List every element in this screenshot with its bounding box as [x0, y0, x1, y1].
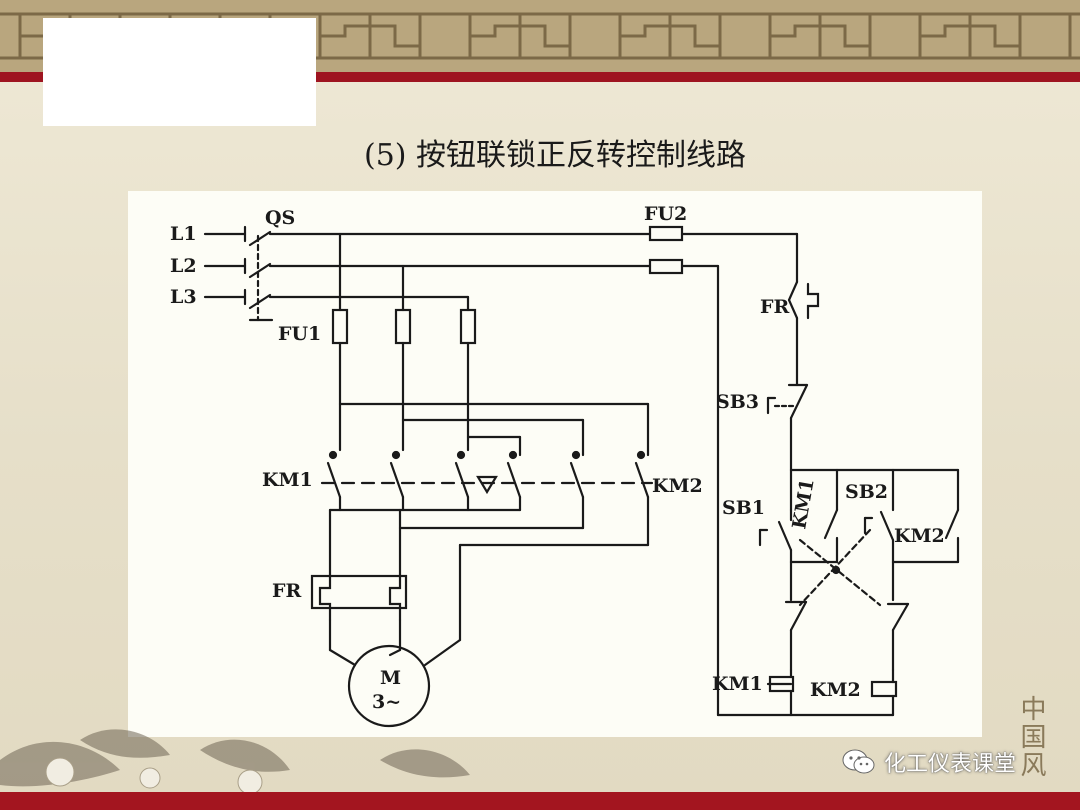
label-km2-coil: KM2 — [810, 679, 861, 701]
label-l2: L2 — [170, 255, 197, 277]
label-km1-coil: KM1 — [712, 673, 763, 695]
mechanical-interlock — [320, 475, 654, 495]
control-branches — [758, 468, 960, 672]
top-red-strip — [0, 72, 1080, 82]
power-lines — [203, 225, 652, 322]
km2-feed-lines — [338, 402, 650, 457]
decorative-seal: 中国风 — [1016, 695, 1046, 779]
circuit-diagram: L1 L2 L3 QS FU1 FU2 KM1 KM2 FR M 3~ FR S… — [170, 203, 960, 728]
motor-symbol — [328, 638, 462, 728]
watermark-text: 化工仪表课堂 — [884, 752, 1017, 777]
diagram-panel: L1 L2 L3 QS FU1 FU2 KM1 KM2 FR M 3~ FR S… — [128, 191, 982, 737]
label-fu2: FU2 — [644, 203, 687, 225]
lattice-border — [0, 0, 1080, 72]
label-km1-aux: KM1 — [788, 477, 818, 531]
label-sb3: SB3 — [716, 391, 759, 413]
motor-feed-lines — [328, 508, 650, 642]
label-l3: L3 — [170, 286, 197, 308]
control-series-chain — [766, 232, 820, 472]
wechat-icon — [842, 749, 875, 774]
label-km1-main: KM1 — [262, 469, 313, 491]
label-fu1: FU1 — [278, 323, 321, 345]
label-motor-phase: 3~ — [372, 691, 401, 713]
label-km2-aux: KM2 — [894, 525, 945, 547]
contactor-coils — [716, 668, 898, 717]
floral-decoration — [0, 729, 470, 795]
watermark: 化工仪表课堂 — [842, 745, 1016, 779]
bottom-red-strip — [0, 792, 1080, 810]
fr-thermal-relay — [310, 574, 408, 652]
label-l1: L1 — [170, 223, 197, 245]
km1-main-contacts — [326, 450, 470, 512]
slide-title: (5) 按钮联锁正反转控制线路 — [363, 138, 747, 173]
km2-main-contacts — [506, 450, 650, 547]
label-sb2: SB2 — [845, 481, 888, 503]
label-km2-main: KM2 — [652, 475, 703, 497]
label-fr-main: FR — [272, 580, 301, 602]
fu1-fuses — [331, 308, 477, 452]
logo-placeholder-box — [43, 18, 316, 126]
label-sb1: SB1 — [722, 497, 765, 519]
label-qs: QS — [265, 207, 295, 229]
fu2-fuses — [648, 225, 799, 275]
label-motor-m: M — [380, 667, 401, 689]
label-fr-ctrl: FR — [760, 296, 789, 318]
